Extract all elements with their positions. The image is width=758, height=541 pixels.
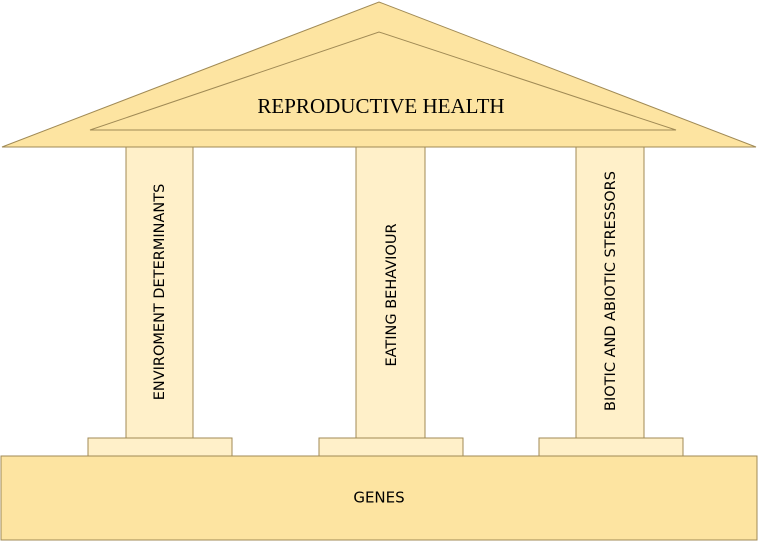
pillar-plinth [318, 437, 464, 457]
base: GENES [0, 455, 758, 541]
pillar-eating: EATING BEHAVIOUR [318, 146, 464, 457]
roof-label: REPRODUCTIVE HEALTH [257, 94, 504, 118]
pillar-label: ENVIROMENT DETERMINANTS [152, 184, 168, 401]
pillar-stressors: BIOTIC AND ABIOTIC STRESSORS [538, 146, 684, 457]
base-slab [0, 455, 758, 541]
pillar-label: EATING BEHAVIOUR [384, 223, 400, 366]
pillar-environment: ENVIROMENT DETERMINANTS [87, 146, 233, 457]
pillar-label: BIOTIC AND ABIOTIC STRESSORS [603, 171, 619, 411]
roof: REPRODUCTIVE HEALTH [1, 1, 757, 148]
roof-inner-triangle [89, 31, 677, 131]
base-label: GENES [353, 489, 404, 507]
pillar-plinth [538, 437, 684, 457]
pillar-shaft [355, 146, 426, 439]
pillar-plinth [87, 437, 233, 457]
roof-outer-triangle [1, 1, 757, 148]
